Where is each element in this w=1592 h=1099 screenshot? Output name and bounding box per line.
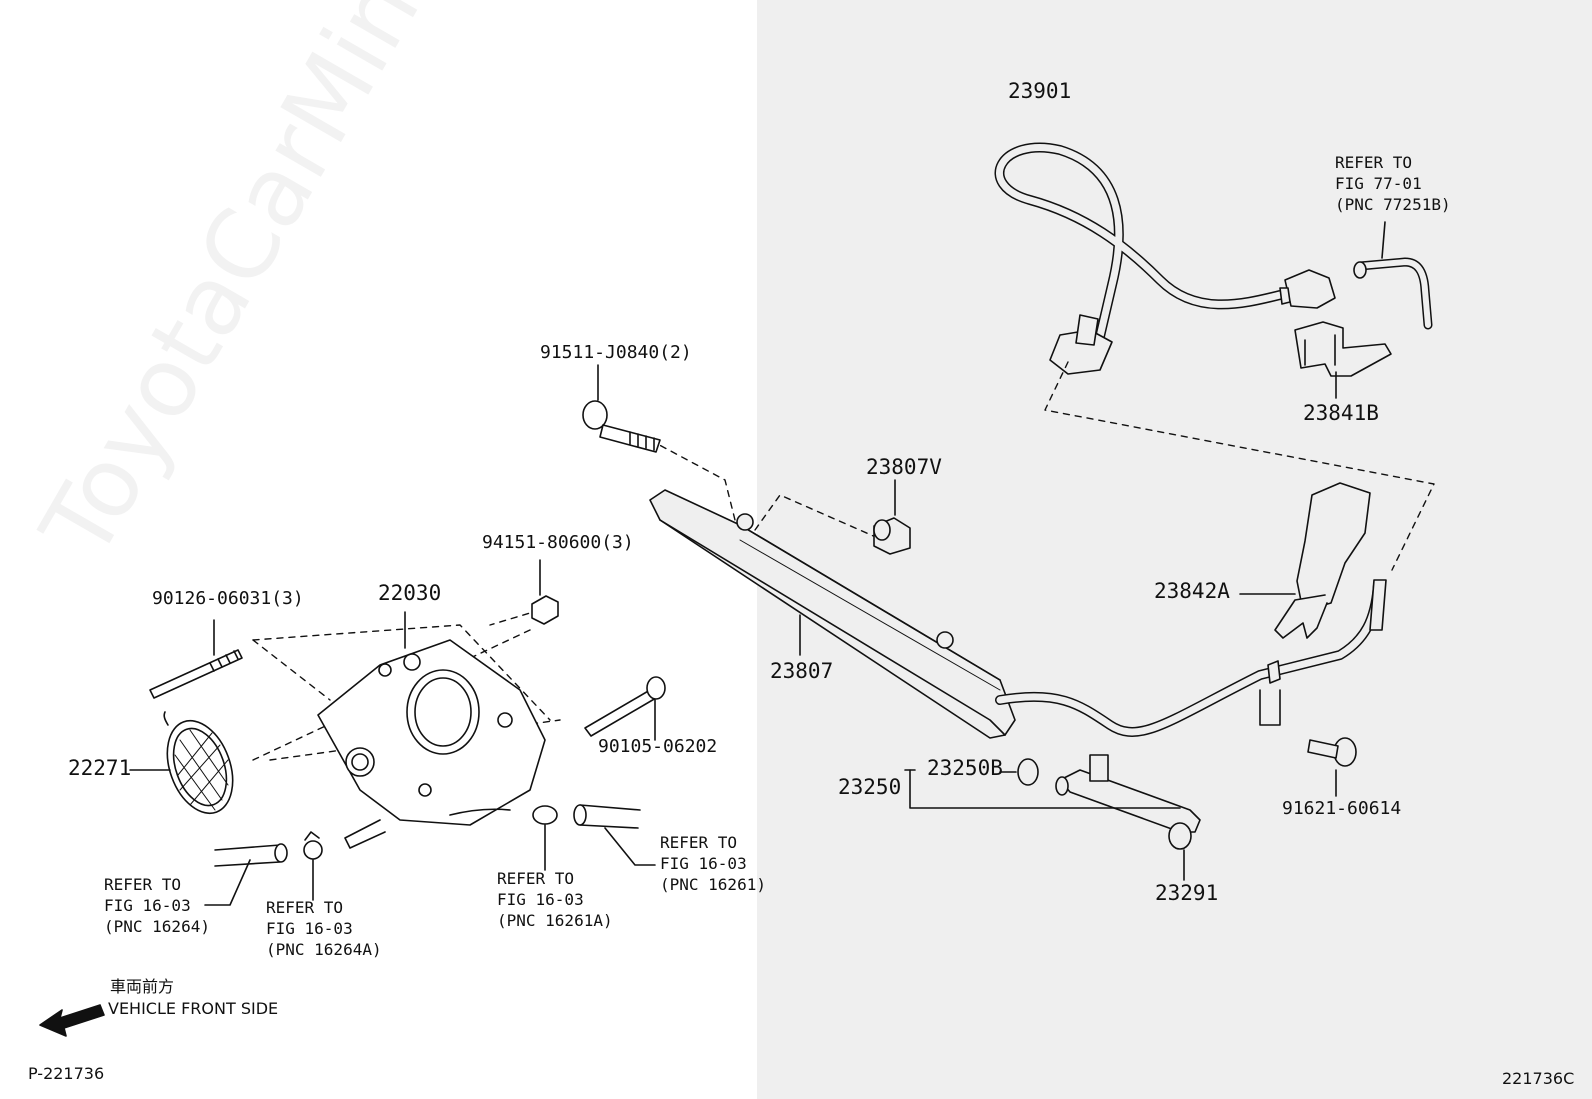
injector-23250[interactable]	[904, 754, 1201, 833]
label-91511: 91511-J0840(2)	[540, 342, 692, 363]
fuel-rail-23807[interactable]	[649, 489, 1387, 739]
front-arrow-icon	[39, 1004, 105, 1037]
label-22271: 22271	[68, 756, 132, 780]
bolt-90105[interactable]	[584, 676, 666, 741]
label-22030: 22030	[378, 581, 442, 605]
pipe-ref-77251b	[1353, 221, 1433, 330]
connector-23842a[interactable]	[1239, 482, 1371, 639]
oring-23291[interactable]	[1168, 822, 1192, 881]
footer-left-code: P-221736	[28, 1064, 105, 1083]
label-23807: 23807	[770, 659, 834, 683]
oring-23250b[interactable]	[999, 758, 1039, 786]
bolt-91621[interactable]	[1307, 737, 1357, 797]
label-90126: 90126-06031(3)	[152, 588, 304, 609]
front-jp-label: 車両前方	[110, 977, 175, 996]
footer-right-code: 221736C	[1502, 1069, 1575, 1088]
clamp-23841b[interactable]	[1294, 321, 1392, 399]
label-23842a: 23842A	[1154, 579, 1230, 603]
front-en-label: VEHICLE FRONT SIDE	[108, 999, 279, 1018]
grommet-23807v[interactable]	[873, 479, 911, 555]
clamp-ref-16261a	[532, 805, 558, 871]
screen-22271[interactable]	[129, 711, 245, 823]
hose-ref-16264	[204, 843, 288, 906]
label-23250: 23250	[838, 775, 902, 799]
label-23250b: 23250B	[927, 756, 1003, 780]
label-23807v: 23807V	[866, 455, 942, 479]
label-23901: 23901	[1008, 79, 1072, 103]
label-23291: 23291	[1155, 881, 1219, 905]
bolt-91511[interactable]	[582, 364, 661, 453]
label-90105: 90105-06202	[598, 736, 718, 757]
clamp-ref-16264a	[303, 831, 323, 901]
label-94151: 94151-80600(3)	[482, 532, 634, 553]
dashed-leaders	[252, 361, 1435, 761]
label-91621: 91621-60614	[1282, 798, 1402, 819]
stud-90126[interactable]	[149, 619, 243, 699]
hose-ref-16261	[573, 804, 656, 866]
fuel-hose-23901[interactable]	[994, 142, 1336, 375]
throttle-body-22030[interactable]	[317, 611, 546, 849]
label-23841b: 23841B	[1303, 401, 1379, 425]
nut-94151[interactable]	[531, 559, 559, 625]
